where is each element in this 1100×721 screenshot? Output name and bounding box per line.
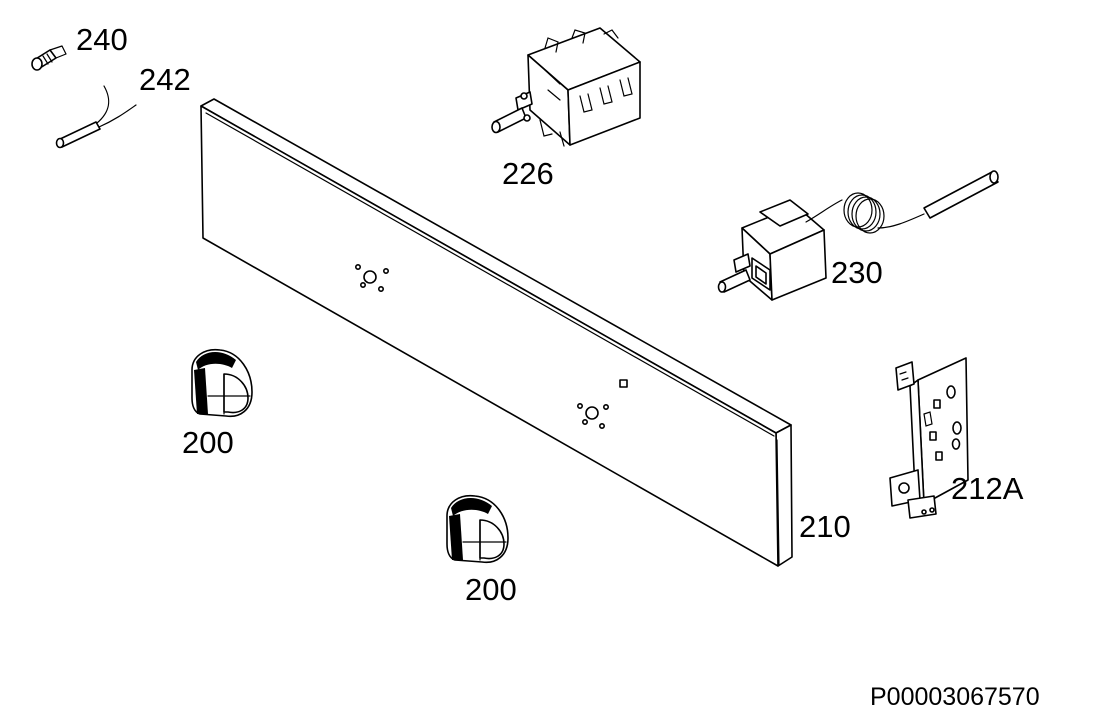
screw-part bbox=[31, 45, 67, 71]
knob-bottom-part bbox=[446, 494, 509, 564]
part-number-panel: 210 bbox=[799, 509, 851, 544]
part-number-sensor: 242 bbox=[139, 62, 191, 97]
drawing-number: P00003067570 bbox=[870, 683, 1040, 711]
part-number-switch: 226 bbox=[502, 156, 554, 191]
part-number-bracket: 212A bbox=[951, 471, 1024, 506]
part-number-thermostat: 230 bbox=[831, 255, 883, 290]
part-number-knob-bottom: 200 bbox=[465, 572, 517, 607]
knob-left-part bbox=[191, 348, 253, 418]
control-panel-part bbox=[200, 98, 793, 567]
bracket-part bbox=[889, 357, 969, 519]
selector-switch-part bbox=[491, 27, 641, 147]
thermostat-part bbox=[717, 170, 999, 301]
sensor-wire-part bbox=[55, 85, 137, 149]
part-number-screw: 240 bbox=[76, 22, 128, 57]
part-number-knob-left: 200 bbox=[182, 425, 234, 460]
